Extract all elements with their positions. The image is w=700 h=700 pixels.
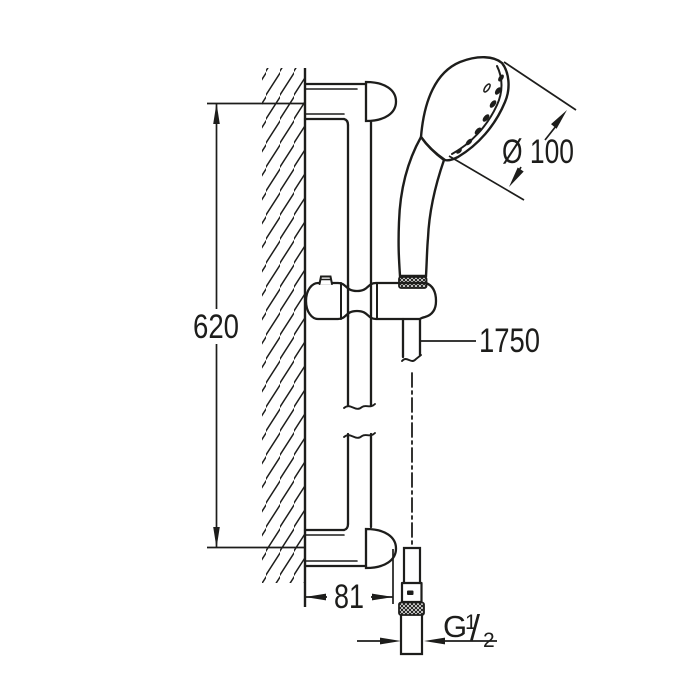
shower-hose (401, 317, 422, 547)
connector-mark (407, 590, 414, 595)
arrow-lower (509, 167, 524, 187)
hose-connector (398, 546, 425, 656)
connector-knurled-nut (398, 601, 425, 616)
bracket-end-cap (364, 80, 398, 123)
handle-hose-nut (398, 276, 428, 289)
spray-nozzles (456, 74, 504, 154)
dimension-thread: G 1 / 2 (357, 607, 497, 652)
dimension-wall-distance: 81 (305, 549, 394, 616)
wall-hatching (262, 68, 305, 583)
arrow-left (305, 593, 326, 601)
arrow-right (380, 637, 401, 645)
arrow-up (213, 103, 220, 124)
thread-label-slash: / (470, 607, 480, 648)
bracket-end-cap (364, 527, 398, 570)
thread-label-numerator: 1 (465, 611, 477, 634)
dimension-diameter-label: Ø 100 (502, 133, 574, 171)
slider-holder (304, 275, 438, 321)
arrow-left (424, 637, 445, 645)
dimension-620-label: 620 (193, 308, 239, 346)
arrow-down (213, 527, 220, 548)
rail-break-line (343, 403, 376, 410)
arrow-upper (551, 110, 567, 129)
thread-label-g: G (443, 609, 467, 644)
top-wall-bracket (303, 80, 398, 127)
wall-section (262, 68, 307, 607)
shower-handle (397, 134, 446, 278)
hose-break-line (401, 354, 422, 362)
shower-rail (343, 120, 376, 529)
bottom-wall-bracket (303, 522, 398, 570)
hand-shower (397, 56, 510, 289)
dimension-hose-length: 1750 (421, 322, 540, 360)
arrow-right (372, 593, 393, 601)
dimension-81-label: 81 (334, 578, 364, 616)
dimension-head-diameter: Ø 100 (448, 61, 577, 201)
face-slot (483, 83, 491, 93)
rail-break-line (343, 432, 376, 439)
dimension-1750-label: 1750 (479, 322, 540, 360)
thread-label-denominator: 2 (483, 629, 495, 652)
thread-pipe (399, 614, 424, 656)
dimension-rail-height: 620 (192, 102, 305, 549)
